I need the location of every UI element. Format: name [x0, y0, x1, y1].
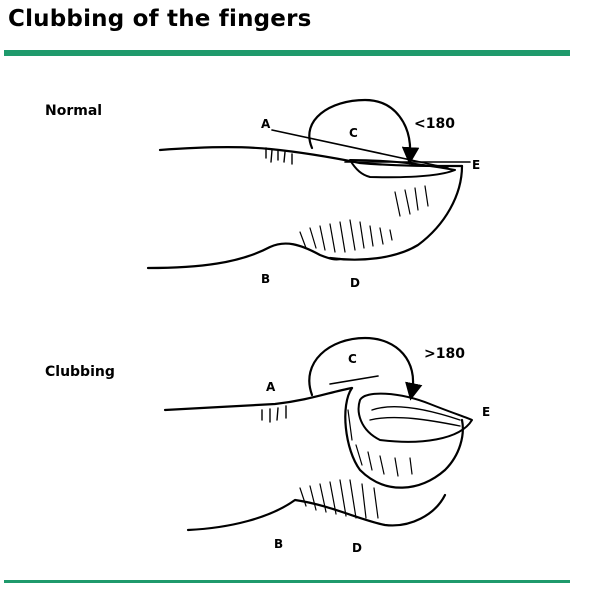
clubbing-angle-arc	[308, 336, 423, 401]
clubbing-angle-label: >180	[424, 346, 465, 362]
normal-pulp-shading	[299, 185, 429, 253]
clubbing-point-d: D	[352, 541, 362, 555]
normal-angle-arc	[308, 98, 420, 165]
clubbing-nail	[357, 392, 473, 443]
clubbing-point-b: B	[274, 537, 284, 551]
clubbing-nail-inner-2	[369, 416, 461, 427]
normal-angle-label: <180	[414, 116, 455, 132]
normal-finger-top-contour	[158, 146, 464, 168]
clubbing-nail-line	[329, 375, 379, 385]
clubbing-finger-drawing	[163, 336, 473, 532]
normal-point-d: D	[350, 276, 360, 290]
normal-finger-drawing	[146, 98, 471, 270]
normal-point-c: C	[349, 126, 358, 140]
normal-point-b: B	[261, 272, 271, 286]
normal-fingertip-contour	[328, 164, 464, 261]
clubbing-nail-inner	[371, 406, 461, 421]
clubbing-fingertip-contour	[344, 386, 464, 489]
clubbing-label: Clubbing	[45, 364, 115, 380]
clubbing-finger-bottom-contour	[186, 493, 447, 532]
normal-point-e: E	[472, 158, 481, 172]
bottom-divider	[4, 580, 570, 583]
normal-cuticle-hatching	[265, 147, 293, 165]
normal-label: Normal	[45, 103, 103, 119]
page-title: Clubbing of the fingers	[8, 6, 312, 32]
clubbing-point-c: C	[348, 352, 357, 366]
clubbing-cuticle-hatching	[261, 405, 287, 423]
normal-point-a: A	[261, 117, 271, 131]
clubbing-point-a: A	[266, 380, 276, 394]
title-divider	[4, 50, 570, 56]
clubbing-finger-top-contour	[163, 386, 354, 412]
clubbing-pulp-shading	[299, 409, 413, 519]
clubbing-point-e: E	[482, 405, 491, 419]
normal-finger-bottom-contour	[146, 242, 342, 270]
